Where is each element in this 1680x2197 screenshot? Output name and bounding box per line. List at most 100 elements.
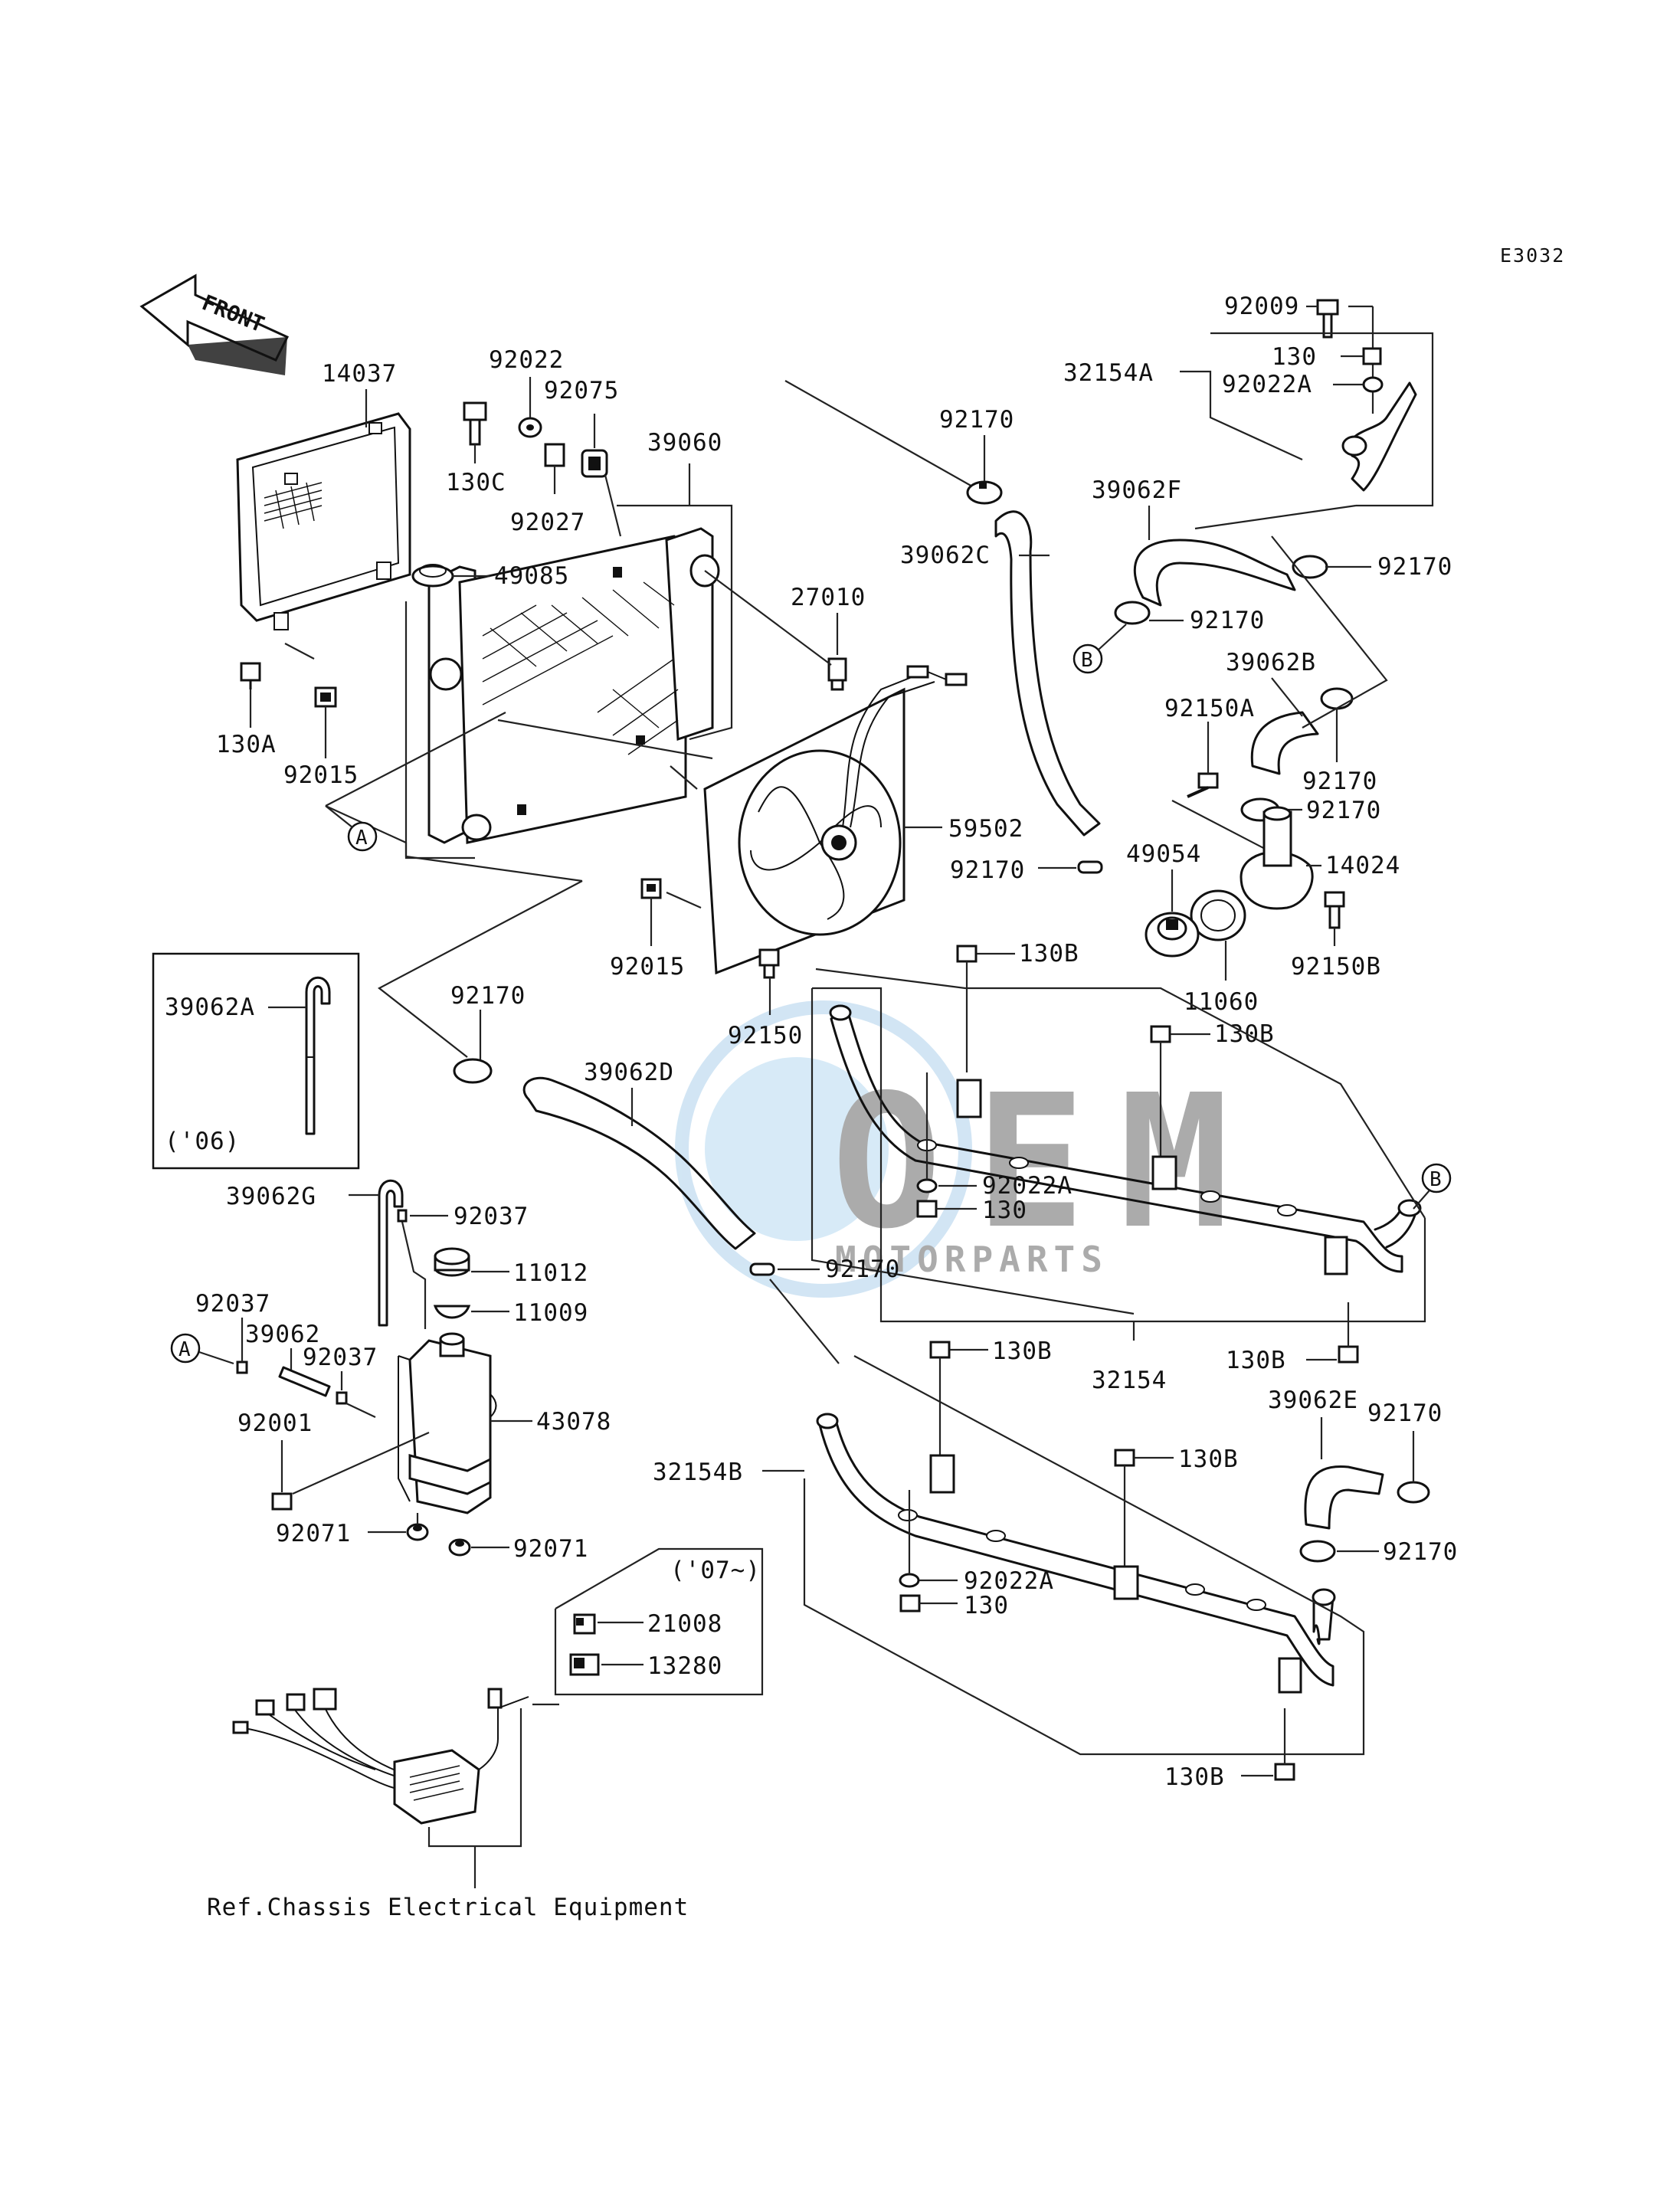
clip-92015-fan bbox=[640, 878, 662, 899]
label-27010: 27010 bbox=[791, 584, 866, 611]
cap-11009 bbox=[433, 1305, 471, 1319]
label-21008: 21008 bbox=[647, 1610, 722, 1638]
label-130-mid: 130 bbox=[982, 1197, 1027, 1224]
label-32154a: 32154A bbox=[1063, 359, 1154, 387]
washer-92022a-top bbox=[1362, 376, 1384, 393]
label-39062c: 39062C bbox=[900, 542, 991, 569]
clamp-92170-r3 bbox=[1320, 687, 1354, 710]
label-92170-e2: 92170 bbox=[1383, 1538, 1458, 1566]
label-92071-2: 92071 bbox=[513, 1535, 588, 1563]
label-92150a: 92150A bbox=[1164, 695, 1255, 722]
bolt-92150 bbox=[758, 948, 780, 979]
label-92170-fan: 92170 bbox=[950, 856, 1025, 884]
clip-92037-1 bbox=[397, 1209, 408, 1223]
hose-39062e bbox=[1304, 1465, 1384, 1530]
clamp-92170-e1 bbox=[1397, 1481, 1430, 1504]
label-130b-5: 130B bbox=[1178, 1446, 1239, 1473]
bolt-92150a bbox=[1187, 772, 1219, 798]
label-39062: 39062 bbox=[245, 1321, 320, 1348]
label-92150b: 92150B bbox=[1291, 953, 1381, 981]
bolt-130b-1 bbox=[956, 945, 978, 963]
label-92022a-mid: 92022A bbox=[982, 1172, 1073, 1200]
label-92001: 92001 bbox=[237, 1410, 313, 1437]
label-39062d: 39062D bbox=[584, 1059, 674, 1086]
bolt-130a bbox=[240, 662, 261, 689]
thermostat-49054 bbox=[1145, 912, 1200, 958]
label-92170-left: 92170 bbox=[450, 982, 526, 1010]
label-11009: 11009 bbox=[513, 1299, 588, 1327]
label-130c: 130C bbox=[446, 469, 506, 496]
label-14037: 14037 bbox=[322, 360, 397, 388]
clamp-92170-top bbox=[966, 480, 1003, 505]
bolt-92150b bbox=[1324, 891, 1345, 929]
clamp-92170-r1 bbox=[1292, 555, 1328, 579]
label-92170-top: 92170 bbox=[939, 406, 1014, 434]
label-39062f: 39062F bbox=[1092, 476, 1182, 504]
clamp-92170-r2 bbox=[1114, 601, 1151, 625]
clamp-92170-e2 bbox=[1299, 1540, 1336, 1563]
label-39062a: 39062A bbox=[165, 994, 255, 1021]
clip-92015-left bbox=[314, 686, 337, 708]
pipe-32154b bbox=[818, 1416, 1335, 1687]
label-130b-4: 130B bbox=[992, 1338, 1053, 1365]
label-92015-fan: 92015 bbox=[610, 953, 685, 981]
clamp-92170-mid bbox=[749, 1262, 775, 1276]
thermostat-housing-14024 bbox=[1240, 806, 1314, 910]
bolt-92009 bbox=[1316, 299, 1339, 339]
callout-b-right-letter: B bbox=[1429, 1168, 1442, 1191]
label-59502: 59502 bbox=[948, 815, 1023, 843]
cap-11012 bbox=[434, 1247, 470, 1277]
label-92027: 92027 bbox=[510, 509, 585, 536]
hose-39062f bbox=[1133, 539, 1296, 607]
reservoir-tank-43078 bbox=[398, 1332, 497, 1514]
label-92022a-top: 92022A bbox=[1222, 371, 1312, 398]
callout-a-top-letter: A bbox=[355, 827, 368, 850]
label-92037-1: 92037 bbox=[454, 1203, 529, 1230]
bolt-130-low bbox=[899, 1594, 921, 1613]
relay-13280 bbox=[569, 1653, 600, 1676]
hose-39062d bbox=[522, 1076, 756, 1250]
bolt-130b-5 bbox=[1114, 1449, 1135, 1467]
label-130b-1: 130B bbox=[1019, 940, 1079, 968]
label-92075: 92075 bbox=[544, 377, 619, 404]
label-92170-r4: 92170 bbox=[1306, 797, 1381, 824]
label-32154b: 32154B bbox=[653, 1459, 743, 1486]
label-39062b: 39062B bbox=[1226, 649, 1316, 676]
label-130b-3: 130B bbox=[1226, 1347, 1286, 1374]
callout-b-top-letter: B bbox=[1081, 649, 1093, 672]
temp-sensor-27010 bbox=[827, 657, 847, 691]
label-11060: 11060 bbox=[1184, 988, 1259, 1016]
bolt-130c bbox=[463, 401, 487, 446]
clip-92037-2 bbox=[236, 1360, 248, 1374]
label-92170-e1: 92170 bbox=[1367, 1400, 1443, 1427]
bolt-130b-2 bbox=[1150, 1025, 1171, 1043]
grommet-92071-2 bbox=[448, 1538, 471, 1557]
label-92150: 92150 bbox=[728, 1022, 803, 1049]
label-43078: 43078 bbox=[536, 1408, 611, 1436]
watermark-sub: MOTORPARTS bbox=[835, 1239, 1109, 1280]
grommet-92075 bbox=[581, 449, 608, 478]
label-11012: 11012 bbox=[513, 1259, 588, 1287]
callout-b-top: B bbox=[1073, 643, 1103, 674]
collar-92027 bbox=[544, 443, 565, 467]
clamp-92170-fan bbox=[1077, 860, 1103, 874]
bolt-130b-4 bbox=[929, 1341, 951, 1359]
label-year-06: ('06) bbox=[165, 1128, 240, 1155]
radiator-screen bbox=[236, 412, 411, 630]
label-39060: 39060 bbox=[647, 429, 722, 457]
reference-note: Ref.Chassis Electrical Equipment bbox=[207, 1894, 689, 1921]
diagram-code: E3032 bbox=[1500, 244, 1565, 267]
bolt-130b-6 bbox=[1274, 1763, 1295, 1781]
bolt-130-mid bbox=[916, 1200, 938, 1218]
label-130-low: 130 bbox=[964, 1592, 1009, 1619]
clip-92037-3 bbox=[336, 1391, 348, 1405]
grommet-92071-1 bbox=[406, 1523, 429, 1541]
label-92170-r1: 92170 bbox=[1377, 553, 1452, 581]
year-06-box bbox=[152, 952, 360, 1170]
label-92037-3: 92037 bbox=[303, 1344, 378, 1371]
wiring-harness bbox=[232, 1688, 529, 1825]
cooling-fan bbox=[703, 665, 968, 975]
label-130a: 130A bbox=[216, 731, 277, 758]
label-92170-mid: 92170 bbox=[825, 1256, 900, 1283]
